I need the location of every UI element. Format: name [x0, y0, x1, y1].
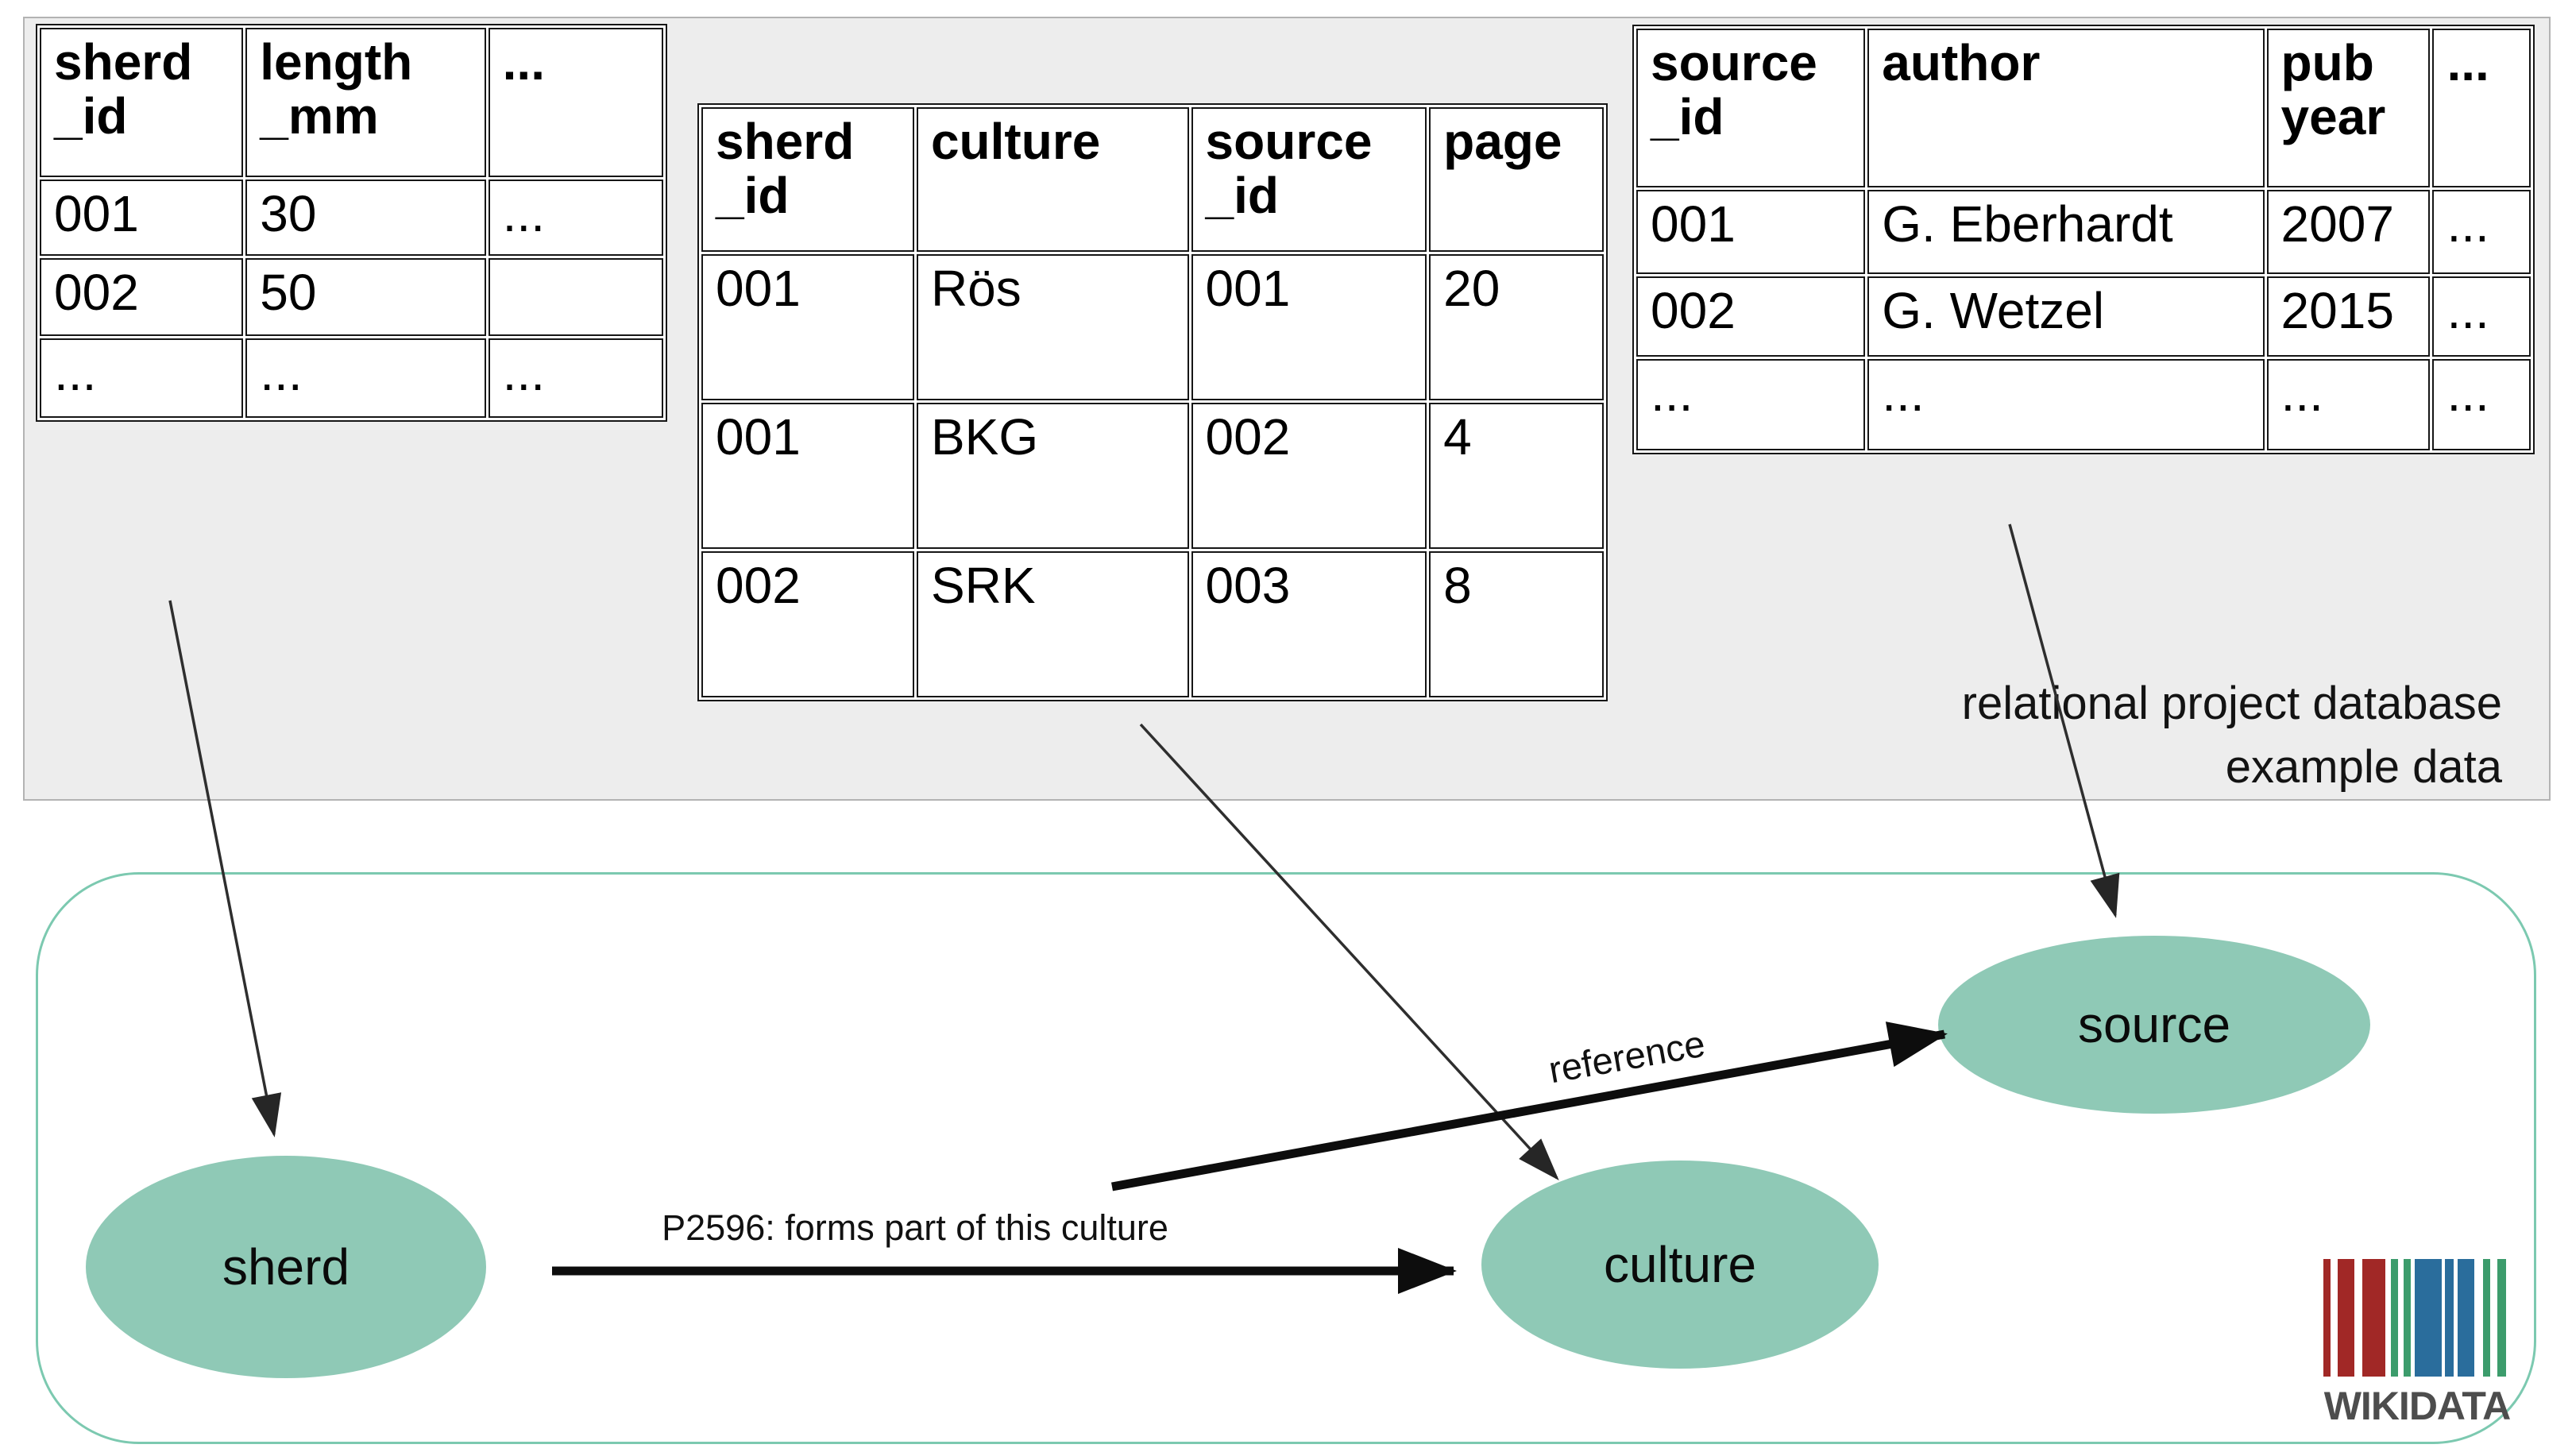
- table-header-row: sherd _id culture source _id page: [701, 107, 1604, 252]
- table-cell: 002: [40, 258, 244, 336]
- table-row: 001 30 ...: [40, 180, 663, 256]
- table-cell: 001: [701, 403, 914, 549]
- entity-source-label: source: [2077, 996, 2231, 1053]
- sherd-table: sherd _id length _mm ... 001 30 ... 002 …: [36, 24, 667, 422]
- table-cell: 003: [1191, 551, 1427, 697]
- table-cell: ...: [488, 338, 663, 418]
- wikidata-wordmark: WIKIDATA: [2323, 1384, 2512, 1428]
- table-cell: 8: [1429, 551, 1604, 697]
- entity-sherd-label: sherd: [222, 1238, 350, 1296]
- table-cell: 002: [1636, 276, 1866, 357]
- table-cell: ...: [2432, 359, 2531, 450]
- header-cell: sherd _id: [40, 28, 244, 177]
- table-row: 002 G. Wetzel 2015 ...: [1636, 276, 2531, 357]
- wikidata-barcode-icon: [2323, 1259, 2511, 1377]
- table-cell: 2015: [2266, 276, 2431, 357]
- panel-caption-line2: example data: [2225, 741, 2502, 793]
- header-cell: length _mm: [245, 28, 486, 177]
- table-cell: 4: [1429, 403, 1604, 549]
- table-row: 001 BKG 002 4: [701, 403, 1604, 549]
- table-cell: [488, 258, 663, 336]
- p2596-edge-label: P2596: forms part of this culture: [662, 1207, 1168, 1248]
- table-cell: ...: [2432, 190, 2531, 274]
- table-row: 002 50: [40, 258, 663, 336]
- panel-caption: relational project database example data: [1962, 672, 2502, 799]
- panel-caption-line1: relational project database: [1961, 678, 2502, 729]
- table-cell: 002: [701, 551, 914, 697]
- table-row: 001 Rös 001 20: [701, 254, 1604, 400]
- header-cell: ...: [488, 28, 663, 177]
- table-cell: ...: [2432, 276, 2531, 357]
- table-cell: 50: [245, 258, 486, 336]
- table-row: 002 SRK 003 8: [701, 551, 1604, 697]
- entity-culture: culture: [1481, 1161, 1879, 1369]
- table-cell: SRK: [916, 551, 1189, 697]
- wikidata-logo: WIKIDATA: [2323, 1259, 2511, 1429]
- entity-culture-label: culture: [1603, 1236, 1757, 1293]
- entity-source: source: [1938, 936, 2370, 1114]
- table-cell: ...: [40, 338, 244, 418]
- header-cell: culture: [916, 107, 1189, 252]
- source-table: source _id author pub year ... 001 G. Eb…: [1632, 25, 2535, 454]
- table-cell: Rös: [916, 254, 1189, 400]
- table-cell: 002: [1191, 403, 1427, 549]
- table-cell: G. Eberhardt: [1867, 190, 2265, 274]
- table-cell: 30: [245, 180, 486, 256]
- table-cell: ...: [2266, 359, 2431, 450]
- table-cell: 001: [1191, 254, 1427, 400]
- table-cell: 001: [40, 180, 244, 256]
- table-cell: ...: [488, 180, 663, 256]
- header-cell: source _id: [1191, 107, 1427, 252]
- table-cell: 20: [1429, 254, 1604, 400]
- header-cell: author: [1867, 29, 2265, 187]
- header-cell: pub year: [2266, 29, 2431, 187]
- table-cell: G. Wetzel: [1867, 276, 2265, 357]
- table-cell: BKG: [916, 403, 1189, 549]
- table-cell: ...: [245, 338, 486, 418]
- table-cell: 2007: [2266, 190, 2431, 274]
- header-cell: ...: [2432, 29, 2531, 187]
- header-cell: page: [1429, 107, 1604, 252]
- table-row: 001 G. Eberhardt 2007 ...: [1636, 190, 2531, 274]
- sherd-culture-table: sherd _id culture source _id page 001 Rö…: [697, 103, 1608, 701]
- table-cell: 001: [701, 254, 914, 400]
- table-row: ... ... ...: [40, 338, 663, 418]
- table-cell: ...: [1636, 359, 1866, 450]
- entity-sherd: sherd: [86, 1156, 486, 1378]
- header-cell: sherd _id: [701, 107, 914, 252]
- table-row: ... ... ... ...: [1636, 359, 2531, 450]
- table-cell: ...: [1867, 359, 2265, 450]
- header-cell: source _id: [1636, 29, 1866, 187]
- table-cell: 001: [1636, 190, 1866, 274]
- table-header-row: source _id author pub year ...: [1636, 29, 2531, 187]
- table-header-row: sherd _id length _mm ...: [40, 28, 663, 177]
